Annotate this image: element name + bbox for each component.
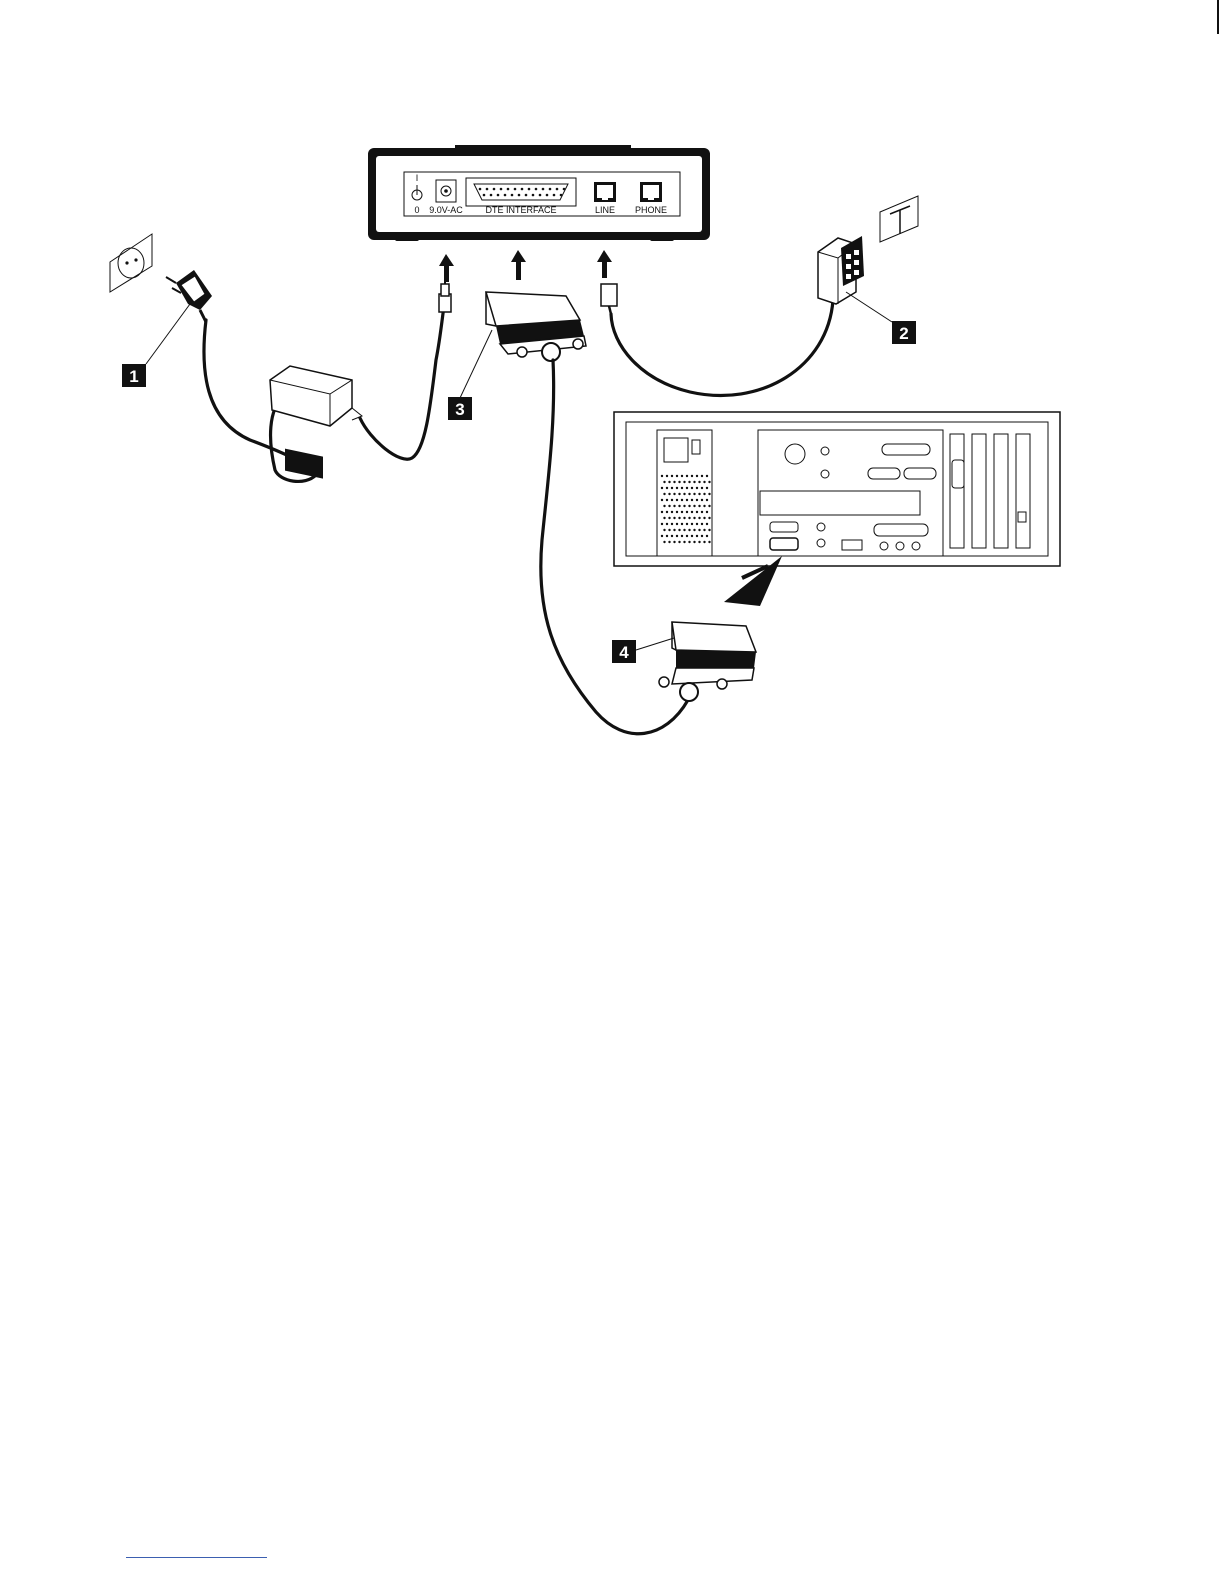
callout-4-label: 4: [619, 643, 629, 662]
power-jack-label: 9.0V-AC: [429, 205, 463, 215]
switch-off-label: 0: [414, 205, 419, 215]
phone-wall-socket-icon: [880, 196, 918, 242]
power-adapter: [270, 366, 362, 479]
dte-interface-label: DTE INTERFACE: [485, 205, 556, 215]
wall-socket-icon: [110, 234, 152, 292]
dte-cable-connector-modem: [486, 292, 586, 361]
arrow-up-icon: [439, 254, 454, 282]
footer-rule: [126, 1557, 267, 1558]
callout-3: 3: [448, 330, 492, 420]
phone-wall-adapter: [818, 236, 864, 304]
callout-4: 4: [612, 638, 674, 663]
dte-cable-connector-computer: [659, 622, 756, 701]
modem-unit: I 0 9.0V-AC DTE INTERFACE LINE: [368, 145, 710, 241]
computer-rear-panel: [614, 412, 1060, 566]
switch-on-label: I: [416, 173, 419, 183]
line-port[interactable]: LINE: [594, 182, 616, 215]
callout-1-label: 1: [129, 367, 138, 386]
callout-2-label: 2: [899, 324, 908, 343]
arrow-up-icon: [597, 250, 612, 278]
arrow-up-icon: [511, 250, 526, 280]
power-plug-icon: [166, 270, 212, 322]
line-port-label: LINE: [595, 205, 615, 215]
rj11-plug: [601, 284, 617, 314]
phone-line-cable: [611, 300, 833, 396]
callout-1: 1: [122, 304, 190, 387]
dc-plug: [439, 278, 451, 312]
dc-cable: [360, 306, 444, 459]
callout-2: 2: [846, 292, 916, 344]
phone-port-label: PHONE: [635, 205, 667, 215]
callout-3-label: 3: [455, 400, 464, 419]
